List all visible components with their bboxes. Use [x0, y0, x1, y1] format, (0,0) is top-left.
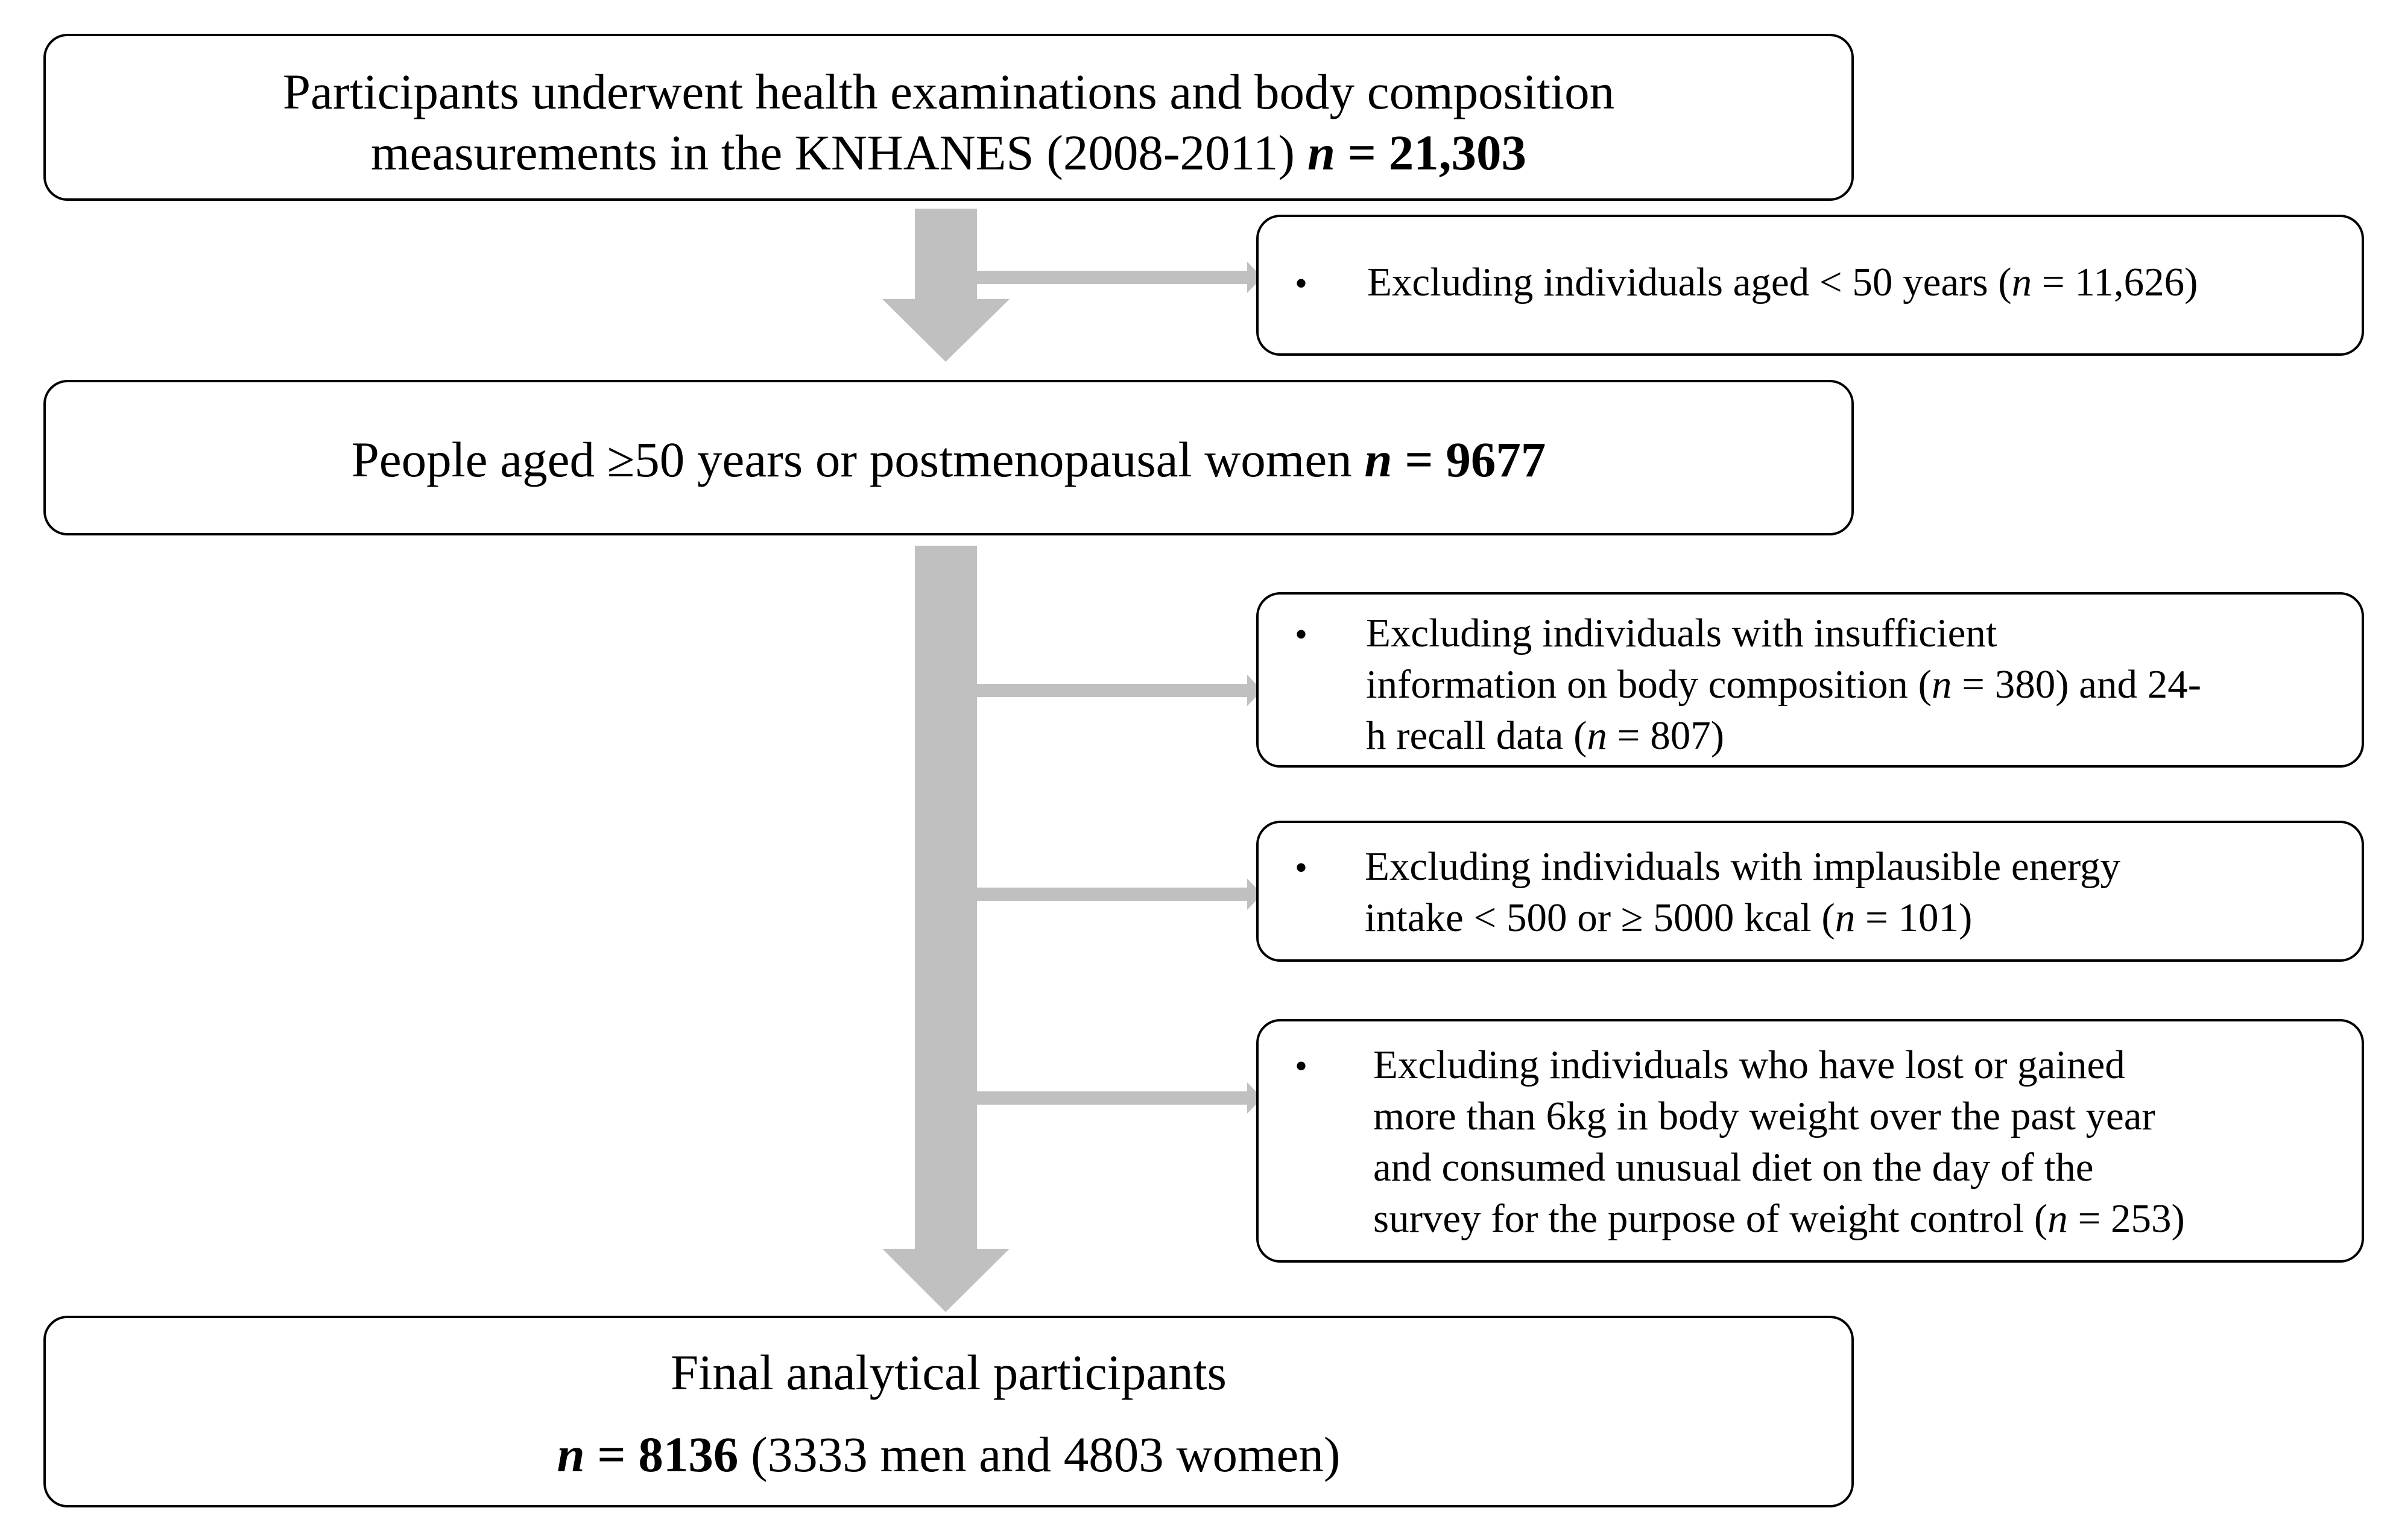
branch-3 — [977, 888, 1256, 901]
initial-line2: measurements in the KNHANES (2008-2011) … — [370, 125, 1527, 181]
exclusion-text: Excluding individuals aged < 50 years (n… — [1367, 260, 2198, 305]
arrow-head-1 — [882, 299, 1010, 362]
exclusion-text: Excluding individuals with implausible e… — [1365, 844, 2120, 941]
final-count: n = 8136 (3333 men and 4803 women) — [46, 1424, 1851, 1485]
aged-50-box: People aged ≥50 years or postmenopausal … — [43, 380, 1854, 535]
bullet: • — [1295, 614, 1308, 654]
bullet: • — [1295, 1046, 1308, 1086]
exclusion-box-insufficient-info: • Excluding individuals with insufficien… — [1256, 592, 2364, 768]
branch-head-3 — [1247, 879, 1262, 910]
branch-1 — [977, 271, 1256, 284]
branch-head-2 — [1247, 675, 1262, 706]
final-title: Final analytical participants — [671, 1345, 1227, 1400]
final-n-value: = 8136 — [584, 1427, 739, 1482]
initial-n-value: = 21,303 — [1335, 125, 1527, 181]
exclusion-text: Excluding individuals who have lost or g… — [1373, 1043, 2185, 1242]
aged-50-n-value: = 9677 — [1392, 432, 1546, 487]
initial-participants-box: Participants underwent health examinatio… — [43, 34, 1854, 201]
bullet: • — [1295, 264, 1308, 303]
aged-50-text: People aged ≥50 years or postmenopausal … — [351, 432, 1546, 487]
arrow-head-2 — [882, 1249, 1010, 1312]
arrow-shaft-1 — [915, 209, 977, 300]
n-label: n — [1307, 125, 1335, 181]
arrow-shaft-2 — [915, 546, 977, 1250]
branch-2 — [977, 684, 1256, 697]
bullet: • — [1295, 848, 1308, 888]
exclusion-box-weight-change: • Excluding individuals who have lost or… — [1256, 1019, 2364, 1263]
branch-head-4 — [1247, 1082, 1262, 1114]
n-label: n — [557, 1427, 585, 1482]
branch-head-1 — [1247, 262, 1262, 293]
exclusion-box-energy-intake: • Excluding individuals with implausible… — [1256, 821, 2364, 962]
final-detail: (3333 men and 4803 women) — [738, 1427, 1341, 1482]
exclusion-text: Excluding individuals with insufficient … — [1366, 611, 2202, 759]
n-label: n — [1364, 432, 1392, 487]
initial-line1: Participants underwent health examinatio… — [282, 64, 1615, 119]
final-participants-box: Final analytical participants n = 8136 (… — [43, 1316, 1854, 1507]
branch-4 — [977, 1091, 1256, 1105]
exclusion-box-age: • Excluding individuals aged < 50 years … — [1256, 215, 2364, 356]
